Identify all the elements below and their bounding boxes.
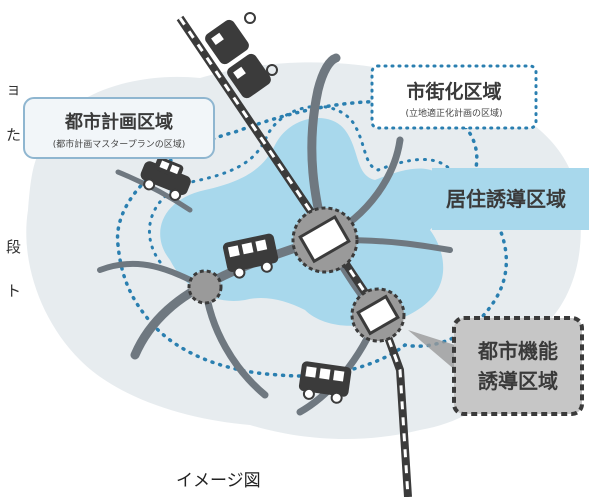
edge-glyph-4: ト — [6, 282, 22, 300]
urban-function-area-title-line2: 誘導区域 — [478, 369, 558, 393]
station-hub-west — [187, 269, 223, 305]
urban-function-pointer — [408, 330, 455, 370]
urbanization-area-boundary — [115, 99, 509, 378]
urban-function-area-label: 都市機能 誘導区域 — [452, 316, 584, 416]
edge-glyph-2: た — [6, 126, 22, 144]
car-icon — [140, 157, 191, 201]
caption: イメージ図 — [176, 471, 261, 491]
residence-area-label: 居住誘導区域 — [432, 168, 589, 230]
urbanization-area-label: 市街化区域 (立地適正化計画の区域) — [370, 64, 538, 130]
city-planning-area-label: 都市計画区域 (都市計画マスタープランの区域) — [23, 97, 215, 159]
urban-function-area-title-line1: 都市機能 — [477, 339, 558, 363]
urbanization-area-title: 市街化区域 — [406, 80, 501, 103]
bus-icon — [298, 361, 352, 404]
residence-area-title: 居住誘導区域 — [446, 187, 566, 211]
edge-glyph-1: ョ — [6, 80, 22, 98]
station-hub-main — [291, 206, 359, 274]
train-icon — [205, 12, 278, 99]
city-planning-area-subtitle: (都市計画マスタープランの区域) — [53, 138, 185, 150]
urbanization-area-subtitle: (立地適正化計画の区域) — [405, 107, 502, 119]
edge-glyph-3: 段 — [6, 238, 22, 256]
city-planning-area-title: 都市計画区域 — [64, 111, 173, 133]
station-hub-south — [350, 287, 406, 343]
bus-icon — [222, 233, 279, 279]
